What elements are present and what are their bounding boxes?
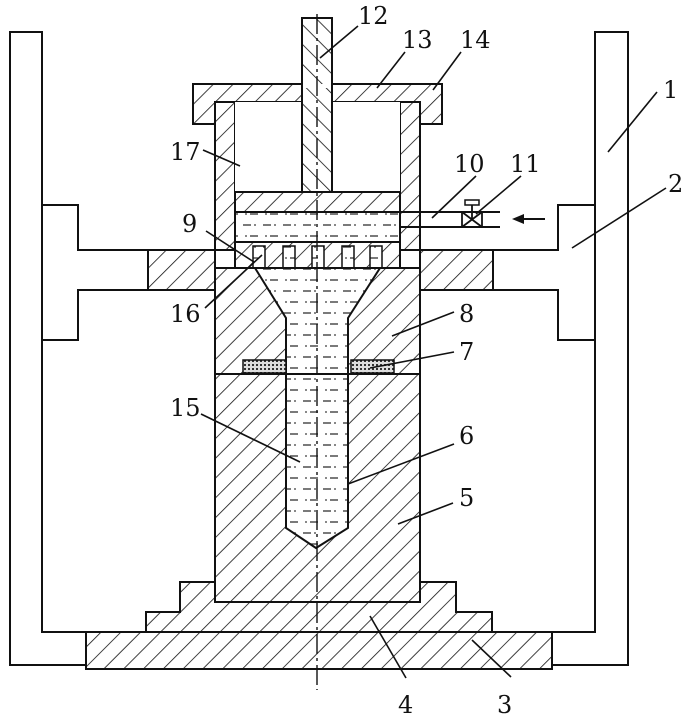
label-10: 10 xyxy=(454,150,485,178)
right-plate xyxy=(420,250,493,290)
label-13: 13 xyxy=(402,26,433,54)
label-16: 16 xyxy=(170,300,201,328)
label-6: 6 xyxy=(459,422,474,450)
label-14: 14 xyxy=(460,26,491,54)
label-17: 17 xyxy=(170,138,201,166)
label-15: 15 xyxy=(170,394,201,422)
label-4: 4 xyxy=(398,691,413,719)
left-plate xyxy=(148,250,215,290)
piston-rod xyxy=(302,18,332,192)
label-11: 11 xyxy=(510,150,541,178)
label-7: 7 xyxy=(459,338,474,366)
label-12: 12 xyxy=(358,2,389,30)
gasket-right xyxy=(351,360,394,373)
gasket-left xyxy=(243,360,286,373)
label-5: 5 xyxy=(459,484,474,512)
valve-icon xyxy=(462,200,482,227)
label-9: 9 xyxy=(182,210,197,238)
label-3: 3 xyxy=(497,691,512,719)
label-8: 8 xyxy=(459,300,474,328)
label-1: 1 xyxy=(663,76,678,104)
label-2: 2 xyxy=(668,170,683,198)
arrow-left-icon xyxy=(512,214,545,224)
